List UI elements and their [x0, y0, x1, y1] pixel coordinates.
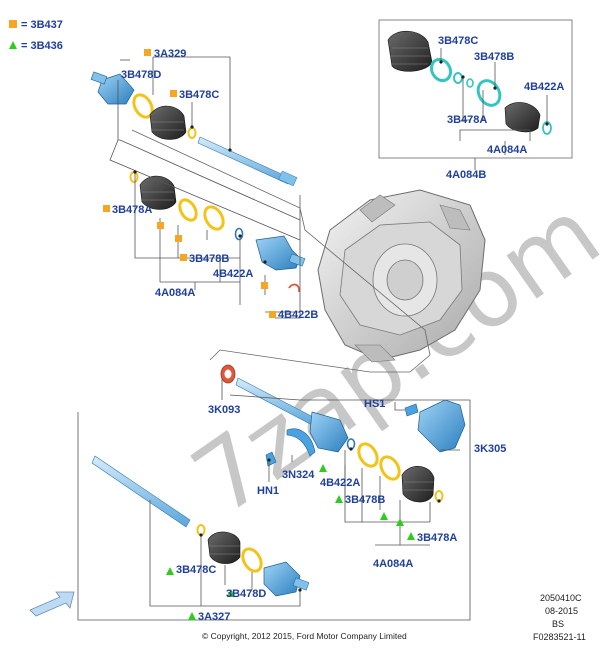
label-3K093: 3K093	[208, 404, 240, 416]
meta-figure: F0283521-11	[533, 632, 586, 642]
upper-lower-cluster	[129, 171, 306, 293]
copyright-text: © Copyright, 2012 2015, Ford Motor Compa…	[202, 631, 407, 641]
label-inset-4B422A: 4B422A	[524, 81, 564, 93]
meta-code: 2050410C	[540, 593, 582, 603]
label-3B478D-top: 3B478D	[121, 69, 161, 81]
inset-frame	[378, 19, 573, 159]
label-inset-3B478C: 3B478C	[438, 35, 478, 47]
upper-labels: 3A329 3B478D 3B478C 3B478A 4B422A 3B478B…	[112, 48, 318, 321]
lower-bottom-shaft-parts	[91, 455, 310, 597]
inset-labels: 3B478C 3B478B 4B422A 3B478A 4A084A 4A084…	[438, 35, 564, 181]
upper-square-markers	[103, 49, 276, 318]
label-3B478D-bottom: 3B478D	[226, 588, 266, 600]
legend-triangle-marker	[9, 41, 17, 49]
label-3B478A-right: 3B478A	[417, 532, 457, 544]
label-inset-4A084B: 4A084B	[446, 169, 486, 181]
label-inset-3B478B: 3B478B	[474, 51, 514, 63]
label-HS1: HS1	[364, 398, 385, 410]
upper-leader-lines	[109, 56, 301, 319]
label-3K305: 3K305	[474, 443, 506, 455]
label-4A084A-left: 4A084A	[155, 287, 195, 299]
label-4A084A-right: 4A084A	[373, 558, 413, 570]
legend: = 3B437 = 3B436	[9, 19, 63, 52]
label-3B478A-left: 3B478A	[112, 204, 152, 216]
lower-triangle-markers	[166, 464, 415, 620]
legend-triangle-text: = 3B436	[21, 40, 63, 52]
upper-group-outline	[131, 129, 431, 373]
drawing-metadata: 2050410C 08-2015 BS F0283521-11	[533, 593, 586, 642]
inset-parts	[387, 30, 552, 135]
label-HN1: HN1	[257, 485, 279, 497]
lower-leader-lines	[77, 378, 471, 621]
label-inset-3B478A: 3B478A	[447, 114, 487, 126]
transaxle-housing	[317, 189, 486, 363]
lower-labels: 3K093 HS1 3K305 3N324 HN1 4B422A 3B478B …	[176, 398, 506, 623]
meta-region: BS	[552, 619, 564, 629]
inset-leader-lines	[439, 48, 549, 170]
label-inset-4A084A: 4A084A	[487, 144, 527, 156]
meta-date: 08-2015	[545, 606, 578, 616]
legend-square-marker	[9, 20, 17, 28]
label-4B422A-right: 4B422A	[320, 477, 360, 489]
legend-square-text: = 3B437	[21, 19, 63, 31]
label-4B422B: 4B422B	[278, 309, 318, 321]
front-arrow-icon	[29, 591, 75, 617]
label-4B422A-left: 4B422A	[213, 268, 253, 280]
label-3N324: 3N324	[282, 469, 315, 481]
lower-shaft-parts	[220, 364, 466, 503]
label-3B478C-top: 3B478C	[179, 89, 219, 101]
label-3B478C-bottom: 3B478C	[176, 564, 216, 576]
label-3B478B-right: 3B478B	[345, 494, 385, 506]
label-3B478B-left: 3B478B	[189, 253, 229, 265]
label-3A329: 3A329	[154, 48, 186, 60]
upper-shaft-parts	[90, 71, 298, 187]
label-3A327: 3A327	[198, 611, 230, 623]
